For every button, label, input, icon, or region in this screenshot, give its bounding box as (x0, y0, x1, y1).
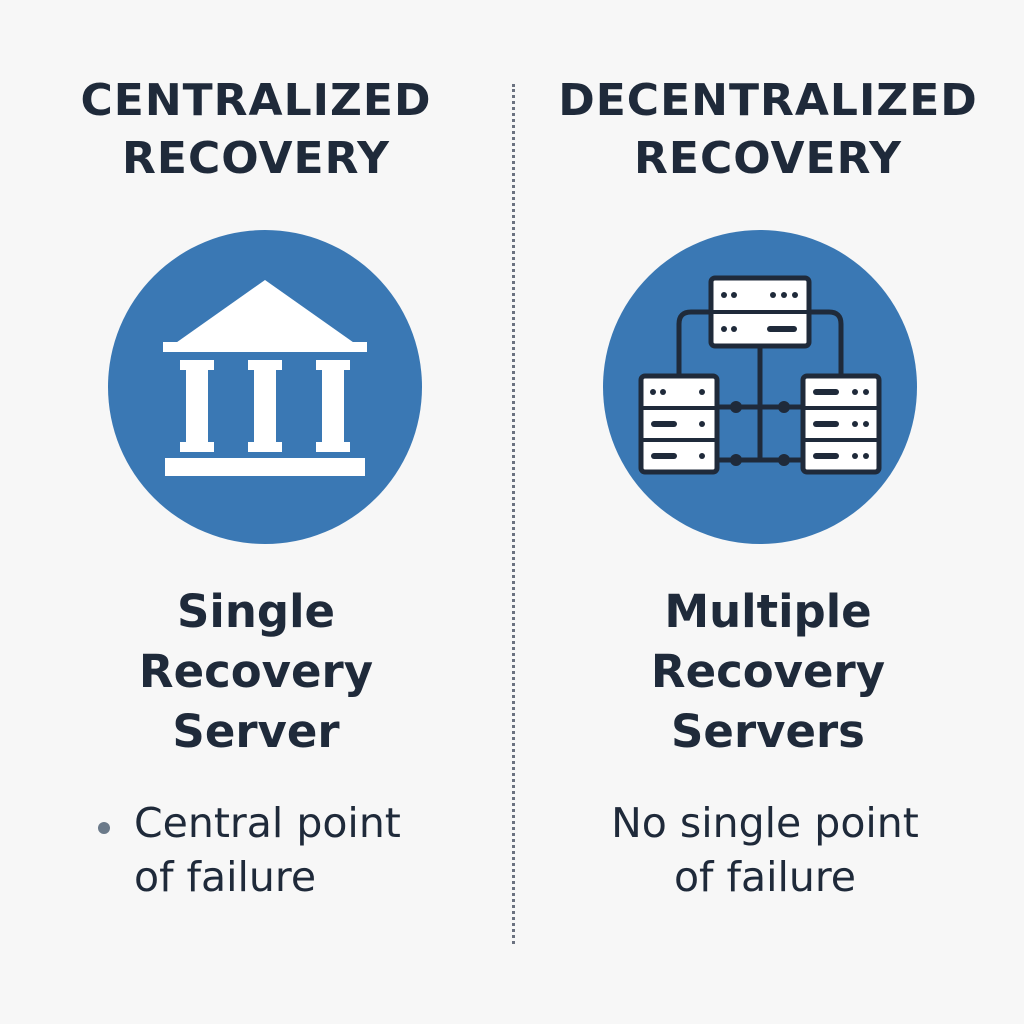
decentralized-note: No single point of failure (512, 796, 1018, 904)
heading-line: CENTRALIZED (80, 75, 432, 126)
subtitle-line: Servers (671, 705, 865, 758)
top-server (708, 275, 812, 349)
heading-line: RECOVERY (122, 133, 390, 184)
centralized-note: Central point of failure (134, 796, 474, 904)
columns (180, 360, 350, 452)
centralized-heading: CENTRALIZED RECOVERY (0, 72, 512, 188)
dotted-divider (512, 84, 515, 944)
base-shape (165, 458, 365, 476)
subtitle-line: Recovery (138, 645, 374, 698)
note-line: of failure (134, 853, 317, 901)
decentralized-heading: DECENTRALIZED RECOVERY (512, 72, 1024, 188)
right-server (800, 373, 882, 475)
subtitle-line: Multiple (664, 585, 872, 638)
left-server (638, 373, 720, 475)
note-line: No single point (611, 799, 919, 847)
roof-shape (163, 280, 367, 352)
bank-building-icon (108, 230, 422, 544)
note-line: of failure (673, 853, 857, 901)
subtitle-line: Single (176, 585, 336, 638)
decentralized-panel: DECENTRALIZED RECOVERY (512, 0, 1024, 1024)
heading-line: DECENTRALIZED (558, 75, 978, 126)
heading-line: RECOVERY (634, 133, 902, 184)
centralized-panel: CENTRALIZED RECOVERY (0, 72, 512, 904)
subtitle-line: Server (172, 705, 340, 758)
subtitle-line: Recovery (650, 645, 886, 698)
centralized-subtitle: Single Recovery Server (0, 582, 512, 762)
bullet-dot-icon (98, 822, 110, 834)
server-network-icon (603, 230, 917, 544)
note-line: Central point (134, 799, 401, 847)
decentralized-subtitle: Multiple Recovery Servers (512, 582, 1024, 762)
